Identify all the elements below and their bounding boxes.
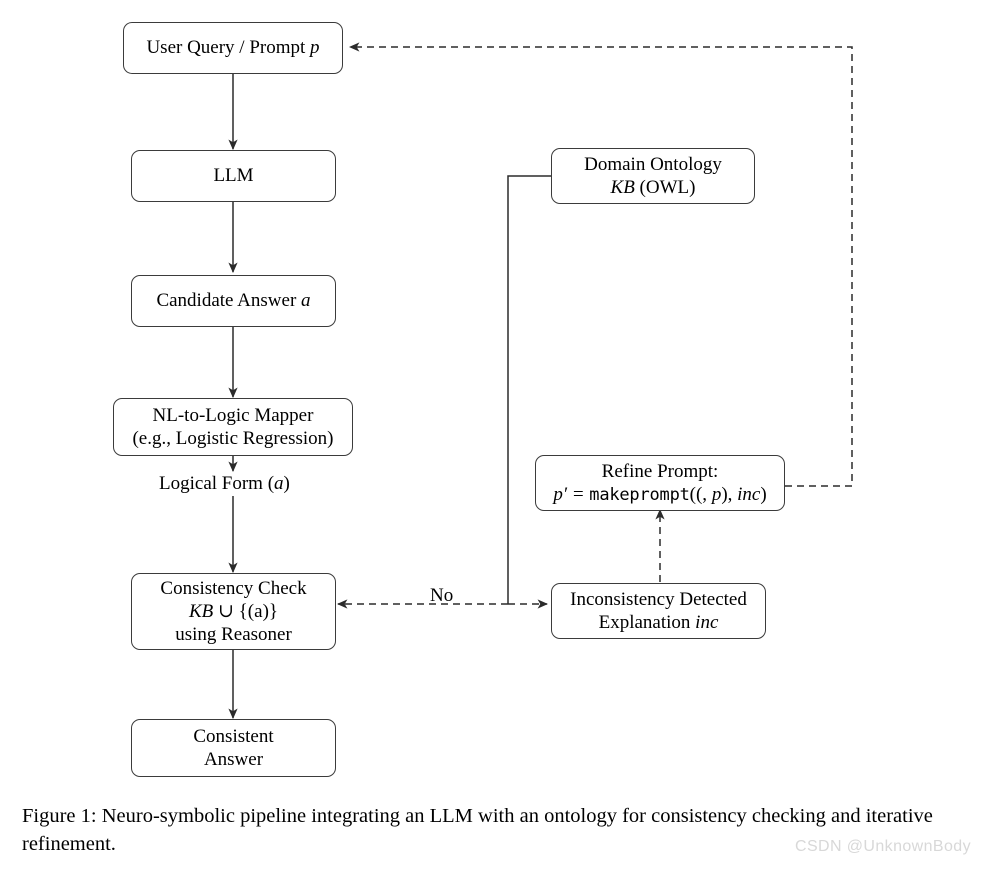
- node-mapper-line2: (e.g., Logistic Regression): [132, 428, 334, 449]
- edge-refine-to-query: [348, 42, 853, 487]
- node-consistent-answer[interactable]: Consistent Answer: [131, 719, 336, 777]
- node-domain-ontology-line1: Domain Ontology: [584, 153, 722, 175]
- symbol-p-prime: p′ =: [553, 484, 590, 505]
- node-domain-ontology[interactable]: Domain Ontology KB (OWL): [551, 148, 755, 204]
- edge-ontology-to-consistency: [507, 175, 552, 604]
- node-candidate-answer[interactable]: Candidate Answer a: [131, 275, 336, 327]
- node-domain-ontology-line2: KB (OWL): [610, 177, 696, 198]
- figure-caption: Figure 1: Neuro-symbolic pipeline integr…: [22, 805, 933, 856]
- function-makeprompt: makeprompt: [589, 485, 690, 505]
- node-consistent-answer-line2: Answer: [203, 749, 264, 770]
- node-user-query-label: User Query / Prompt p: [146, 37, 320, 59]
- node-inconsistency-line2: Explanation inc: [598, 612, 719, 633]
- symbol-inc-arg: inc: [737, 484, 761, 505]
- node-consistency-line3: using Reasoner: [175, 624, 292, 646]
- node-user-query[interactable]: User Query / Prompt p: [123, 22, 343, 74]
- label-logical-form: Logical Form (a): [159, 473, 290, 494]
- node-nl-to-logic-mapper[interactable]: NL-to-Logic Mapper (e.g., Logistic Regre…: [113, 398, 353, 456]
- watermark-text: CSDN @UnknownBody: [795, 838, 971, 855]
- node-inconsistency-detected[interactable]: Inconsistency Detected Explanation inc: [551, 583, 766, 639]
- node-consistency-line2: KB ∪ {(a)}: [188, 600, 279, 622]
- node-candidate-answer-label: Candidate Answer a: [156, 290, 311, 312]
- symbol-p: p: [310, 37, 320, 59]
- symbol-kb-ontology: KB: [610, 177, 635, 198]
- node-llm-label: LLM: [213, 165, 254, 187]
- node-consistent-answer-line1: Consistent: [193, 725, 274, 747]
- label-no-branch: No: [430, 585, 454, 606]
- node-inconsistency-line1: Inconsistency Detected: [570, 588, 747, 610]
- node-refine-prompt[interactable]: Refine Prompt: p′ = makeprompt((, p), in…: [535, 455, 785, 511]
- node-refine-prompt-formula: p′ = makeprompt((, p), inc): [553, 484, 767, 505]
- node-mapper-line1: NL-to-Logic Mapper: [152, 404, 314, 426]
- symbol-a-logicalform: a: [274, 473, 284, 494]
- symbol-p-arg: p: [711, 484, 722, 505]
- symbol-kb: KB: [188, 600, 214, 622]
- symbol-inc: inc: [695, 612, 719, 633]
- node-consistency-check[interactable]: Consistency Check KB ∪ {(a)} using Reaso…: [131, 573, 336, 650]
- node-consistency-line1: Consistency Check: [160, 577, 307, 599]
- node-refine-prompt-line1: Refine Prompt:: [601, 460, 719, 482]
- symbol-a: a: [301, 290, 311, 312]
- node-llm[interactable]: LLM: [131, 150, 336, 202]
